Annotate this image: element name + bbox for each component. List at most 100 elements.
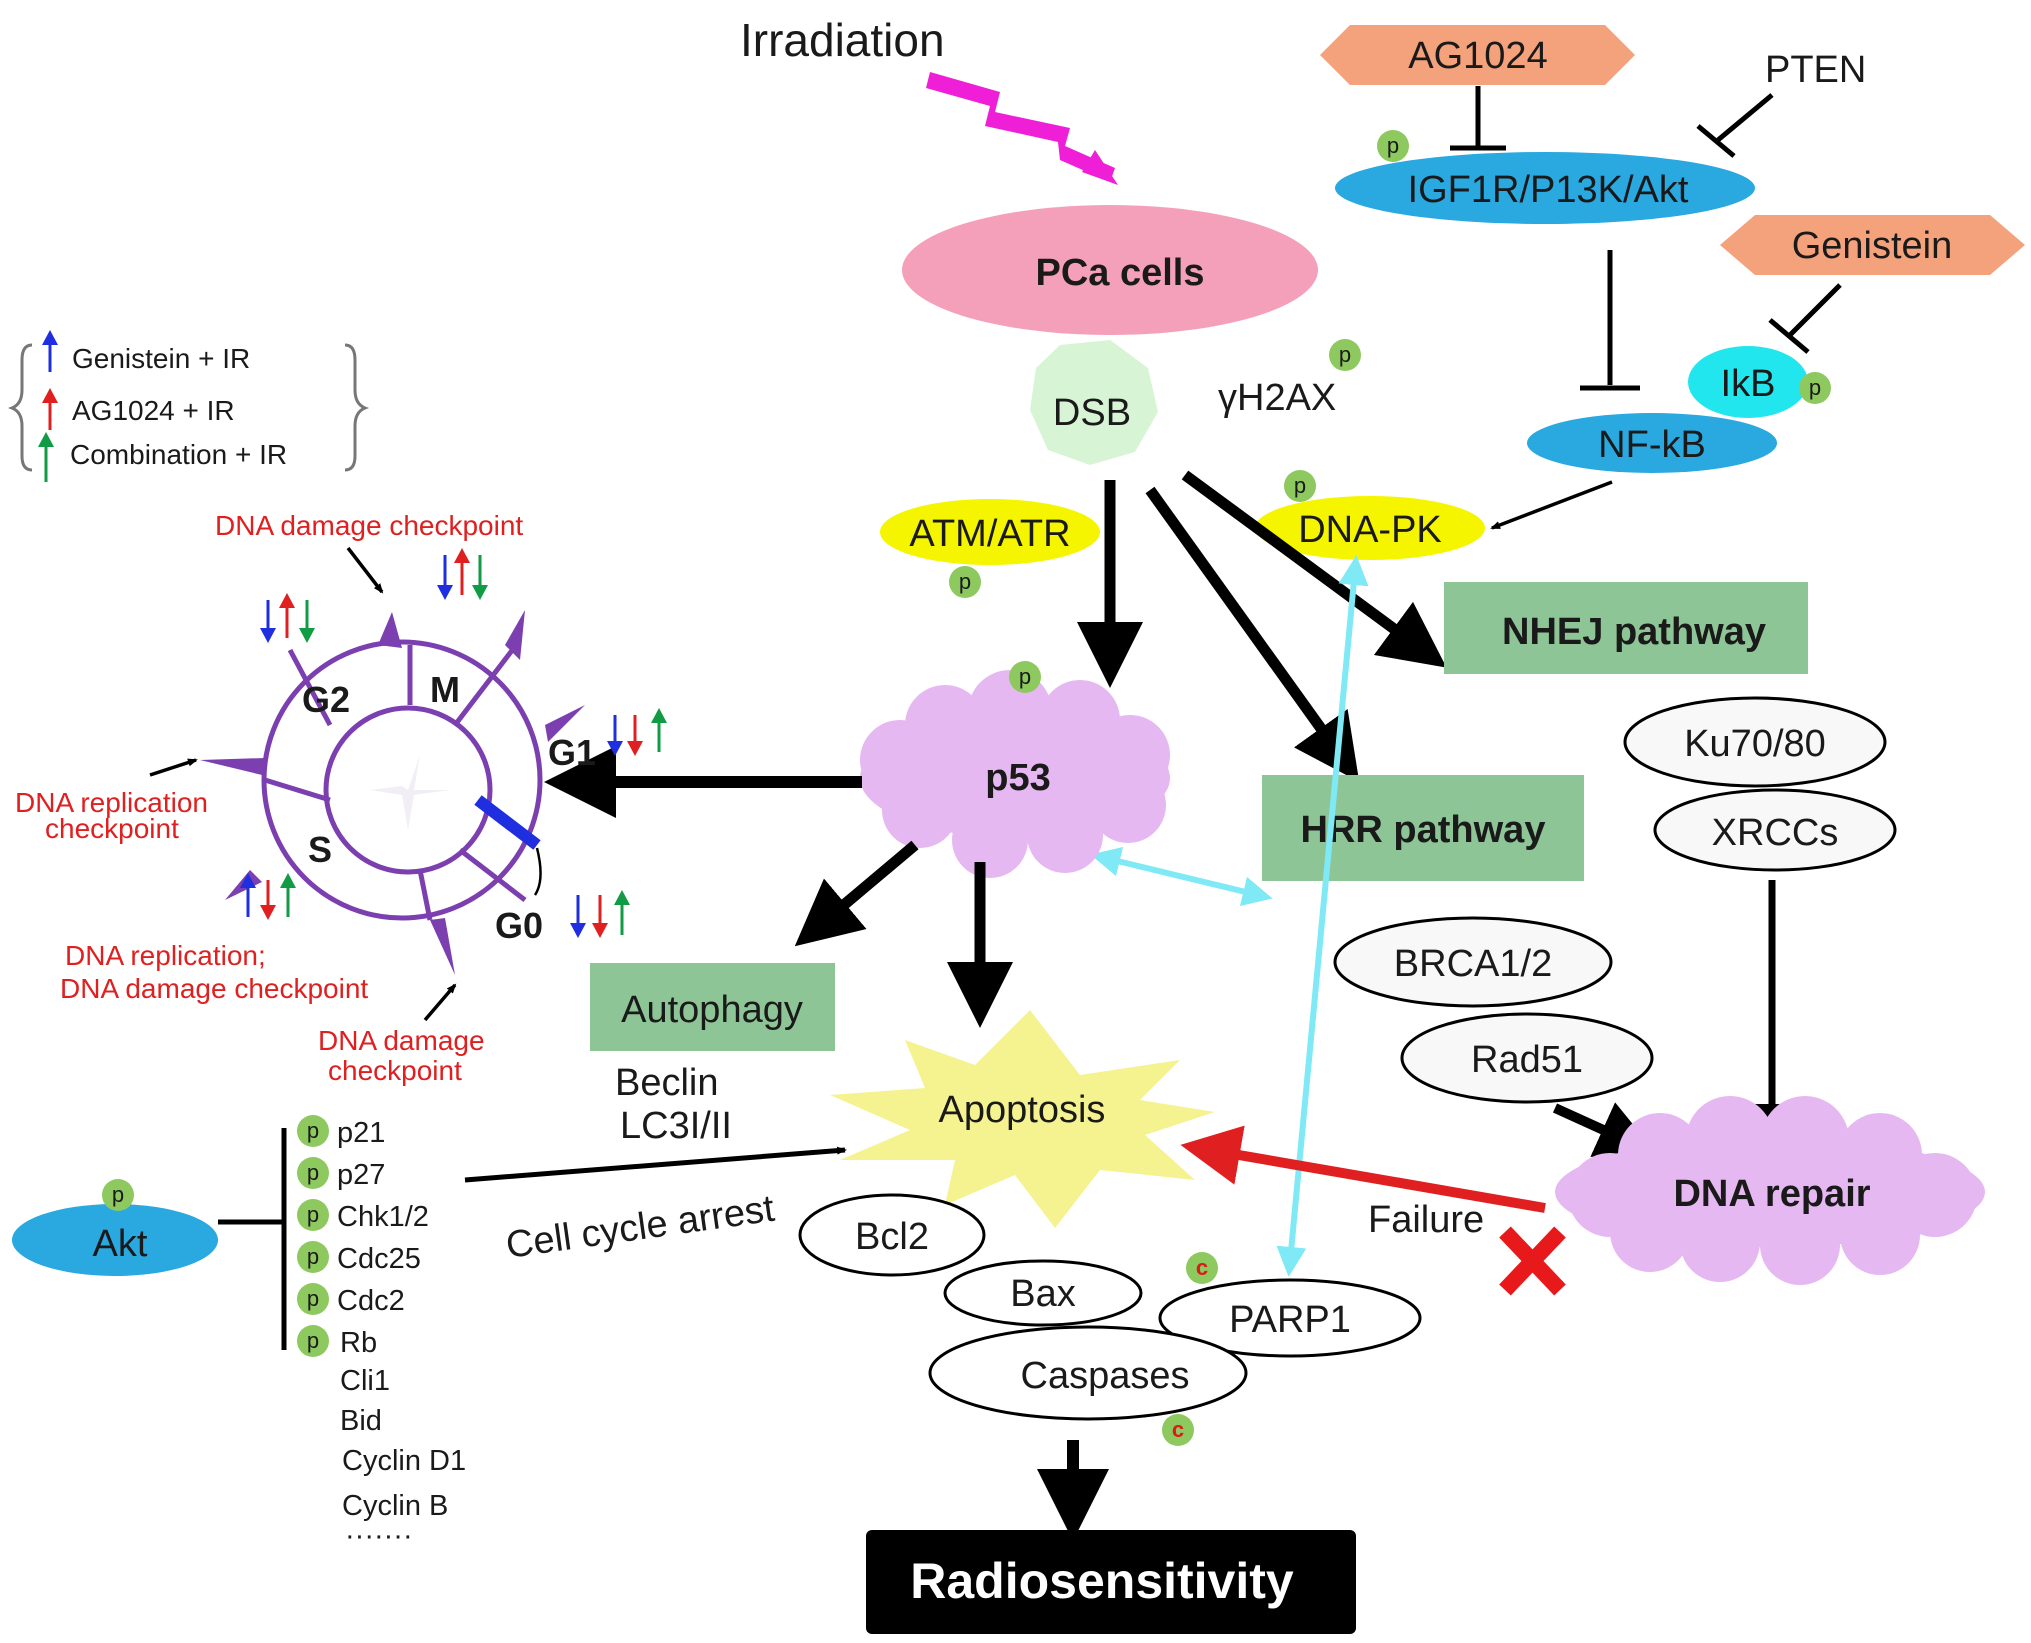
akt-target-ellipsis: ······· bbox=[345, 1520, 413, 1552]
autophagy-label: Autophagy bbox=[621, 989, 803, 1031]
akt-label: Akt bbox=[93, 1223, 148, 1265]
p53-hrr-cyan-arrow bbox=[1090, 846, 1273, 907]
checkpoint-left-label-1: DNA replication bbox=[15, 787, 208, 818]
akt-target-p21: p21 bbox=[337, 1117, 385, 1149]
nfkb-label: NF-kB bbox=[1598, 424, 1706, 466]
xrccs-label: XRCCs bbox=[1712, 812, 1839, 854]
svg-text:p: p bbox=[307, 1202, 319, 1227]
genistein-inhibit-line bbox=[1788, 283, 1842, 337]
arrow-triplet-g0 bbox=[570, 890, 630, 938]
dna-repair-label: DNA repair bbox=[1673, 1173, 1870, 1215]
checkpoint-top-arrow bbox=[346, 546, 384, 594]
checkpoint-bottom2-arrow bbox=[423, 983, 457, 1022]
radiosensitivity-box bbox=[866, 1530, 1356, 1634]
pca-cells-node bbox=[902, 205, 1318, 335]
dsb-label: DSB bbox=[1053, 392, 1131, 434]
ikb-p-label: p bbox=[1809, 375, 1821, 400]
phase-m-label: M bbox=[430, 669, 460, 710]
genistein-label: Genistein bbox=[1792, 225, 1953, 267]
irradiation-label: Irradiation bbox=[740, 14, 945, 66]
akt-target-cdc2: Cdc2 bbox=[337, 1285, 405, 1317]
akt-target-rb: Rb bbox=[340, 1327, 377, 1359]
genistein-inhibit-bar bbox=[1768, 318, 1810, 354]
akt-p-badge bbox=[102, 1179, 134, 1211]
rad51-node bbox=[1400, 1012, 1654, 1104]
g0-bar bbox=[474, 795, 541, 850]
checkpoint-left-label-2: checkpoint bbox=[45, 813, 179, 844]
akt-target-bid: Bid bbox=[340, 1405, 382, 1437]
akt-target-cdc25: Cdc25 bbox=[337, 1243, 421, 1275]
caspases-label: Caspases bbox=[1021, 1355, 1190, 1397]
dnapk-p-badge bbox=[1284, 470, 1316, 502]
caspases-node bbox=[928, 1325, 1248, 1421]
checkpoint-left-arrow bbox=[149, 758, 198, 777]
caspases-c-label: c bbox=[1172, 1417, 1184, 1442]
legend-item-genistein: Genistein + IR bbox=[72, 343, 250, 374]
atm-atr-node bbox=[880, 499, 1100, 565]
beclin-label: Beclin bbox=[615, 1062, 719, 1104]
atm-p-badge bbox=[949, 566, 981, 598]
akt-target-cli1: Cli1 bbox=[340, 1365, 390, 1397]
checkpoint-bottom2-label-2: checkpoint bbox=[328, 1055, 462, 1086]
dnapk-p-label: p bbox=[1294, 473, 1306, 498]
xrccs-node bbox=[1653, 788, 1897, 872]
arrow-triplet-g2 bbox=[260, 593, 315, 643]
arrow-triplet-top bbox=[437, 548, 488, 600]
igf1r-p-badge bbox=[1377, 130, 1409, 162]
nhej-box bbox=[1444, 582, 1808, 674]
igf1r-p-label: p bbox=[1387, 133, 1399, 158]
atm-p-label: p bbox=[959, 569, 971, 594]
igf1r-label: IGF1R/P13K/Akt bbox=[1408, 169, 1689, 211]
akt-target-p27: p27 bbox=[337, 1159, 385, 1191]
genistein-node bbox=[1720, 215, 2025, 275]
svg-text:p: p bbox=[307, 1118, 319, 1143]
legend-blue-arrow-icon bbox=[42, 330, 58, 345]
akt-targets-to-apoptosis-arrow bbox=[464, 1146, 847, 1183]
ku7080-node bbox=[1623, 696, 1887, 788]
rad51-label: Rad51 bbox=[1471, 1039, 1583, 1081]
parp1-node bbox=[1158, 1278, 1422, 1358]
dnapk-parp1-cyan-arrow bbox=[1276, 555, 1369, 1277]
ikb-label: IkB bbox=[1721, 363, 1776, 405]
legend-item-combination: Combination + IR bbox=[70, 439, 287, 470]
gamma-h2ax-label: γH2AX bbox=[1218, 377, 1336, 419]
rad51-to-repair-arrow bbox=[1552, 1102, 1658, 1157]
akt-target-cyclin-d1: Cyclin D1 bbox=[342, 1445, 466, 1477]
legend-item-ag1024: AG1024 + IR bbox=[72, 395, 235, 426]
akt-target-badges: p p p p p p bbox=[297, 1115, 329, 1357]
legend-right-brace bbox=[344, 343, 370, 472]
autophagy-box bbox=[590, 963, 835, 1051]
bcl2-label: Bcl2 bbox=[855, 1216, 929, 1258]
failure-x-icon bbox=[1499, 1226, 1566, 1296]
brca-label: BRCA1/2 bbox=[1394, 943, 1552, 985]
p53-label: p53 bbox=[985, 757, 1050, 799]
h2ax-p-badge bbox=[1329, 339, 1361, 371]
ku7080-label: Ku70/80 bbox=[1684, 723, 1826, 765]
legend-green-arrow-icon bbox=[38, 432, 54, 447]
radiosensitivity-label: Radiosensitivity bbox=[910, 1553, 1294, 1609]
phase-g1-label: G1 bbox=[548, 732, 596, 773]
bax-node bbox=[943, 1259, 1143, 1327]
pten-inhibit-bar bbox=[1696, 124, 1736, 158]
p53-to-autophagy-arrow bbox=[794, 840, 919, 947]
arrow-triplet-s bbox=[240, 873, 296, 920]
svg-text:p: p bbox=[307, 1244, 319, 1269]
pca-cells-label: PCa cells bbox=[1036, 252, 1205, 294]
checkpoint-bottom2-label-1: DNA damage bbox=[318, 1025, 485, 1056]
p53-node bbox=[860, 670, 1170, 878]
apoptosis-label: Apoptosis bbox=[939, 1089, 1106, 1131]
p53-p-label: p bbox=[1019, 664, 1031, 689]
svg-text:p: p bbox=[307, 1160, 319, 1185]
akt-target-chk: Chk1/2 bbox=[337, 1201, 429, 1233]
p53-p-badge bbox=[1009, 661, 1041, 693]
checkpoint-bottom-label-1: DNA replication; bbox=[65, 940, 266, 971]
nfkb-to-dnapk-arrow bbox=[1490, 480, 1613, 530]
dna-repair-node bbox=[1555, 1096, 1985, 1285]
phase-s-label: S bbox=[308, 829, 332, 870]
ikb-p-badge bbox=[1799, 372, 1831, 404]
dna-pk-label: DNA-PK bbox=[1298, 509, 1442, 551]
failure-label: Failure bbox=[1368, 1199, 1484, 1241]
svg-text:p: p bbox=[307, 1286, 319, 1311]
bcl2-node bbox=[798, 1193, 986, 1277]
caspases-c-badge bbox=[1162, 1414, 1194, 1446]
